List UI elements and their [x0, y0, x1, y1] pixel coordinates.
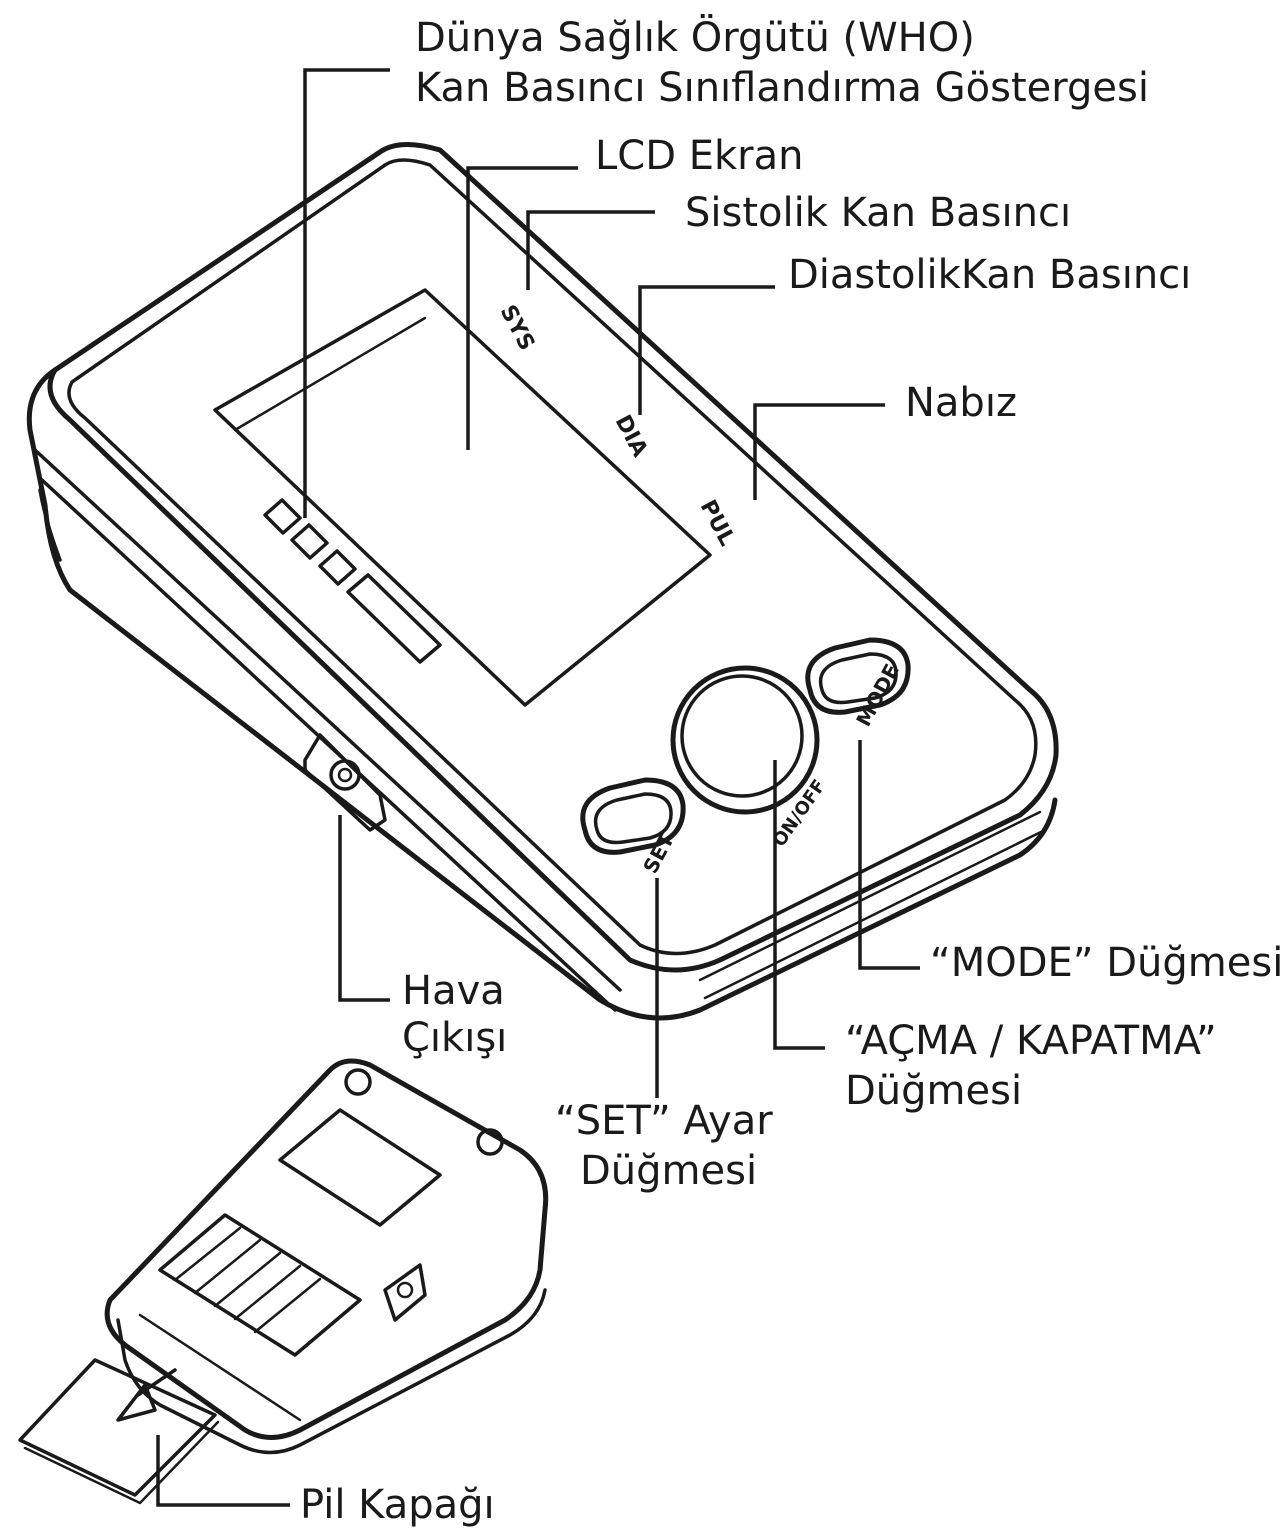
dia-marking: DIA [610, 411, 652, 461]
diastolic-leader [638, 285, 775, 415]
battery-cover-leader [156, 1435, 290, 1507]
onoff-button-drawing [670, 665, 820, 815]
diastolic-label: DiastolikKan Basıncı [788, 252, 1192, 298]
battery-compartment-view [18, 1058, 549, 1505]
who-leader [303, 68, 390, 518]
monitor-body [26, 141, 1059, 1021]
mode-button-drawing [805, 637, 911, 715]
onoff-leader [773, 760, 825, 1050]
mode-leader [858, 740, 920, 970]
air-outlet-leader [338, 815, 390, 1002]
leader-lines [156, 68, 920, 1507]
lcd-label: LCD Ekran [595, 133, 804, 179]
who-indicator-squares [263, 498, 442, 664]
lcd-leader [466, 166, 578, 450]
onoff-button-label-line1: “AÇMA / KAPATMA” [845, 1018, 1217, 1064]
set-button-label-line1: “SET” Ayar [555, 1098, 773, 1144]
mode-button-label: “MODE” Düğmesi [930, 940, 1284, 986]
air-outlet-label-line1: Hava [402, 968, 505, 1014]
lcd-screen-outline [213, 288, 712, 707]
onoff-button-label-line2: Düğmesi [845, 1068, 1023, 1114]
who-label-line1: Dünya Sağlık Örgütü (WHO) [415, 15, 975, 61]
battery-cover-label: Pil Kapağı [300, 1482, 495, 1528]
systolic-label: Sistolik Kan Basıncı [685, 190, 1072, 236]
pulse-leader [753, 403, 885, 500]
set-button-label-line2: Düğmesi [580, 1148, 758, 1194]
who-label-line2: Kan Basıncı Sınıflandırma Göstergesi [415, 65, 1149, 111]
device-buttons [580, 637, 911, 855]
air-outlet-label-line2: Çıkışı [402, 1015, 508, 1061]
set-button-drawing [580, 777, 686, 855]
pulse-label: Nabız [905, 380, 1017, 426]
systolic-leader [526, 210, 655, 290]
sys-marking: SYS [495, 301, 539, 355]
pul-marking: PUL [695, 496, 740, 550]
